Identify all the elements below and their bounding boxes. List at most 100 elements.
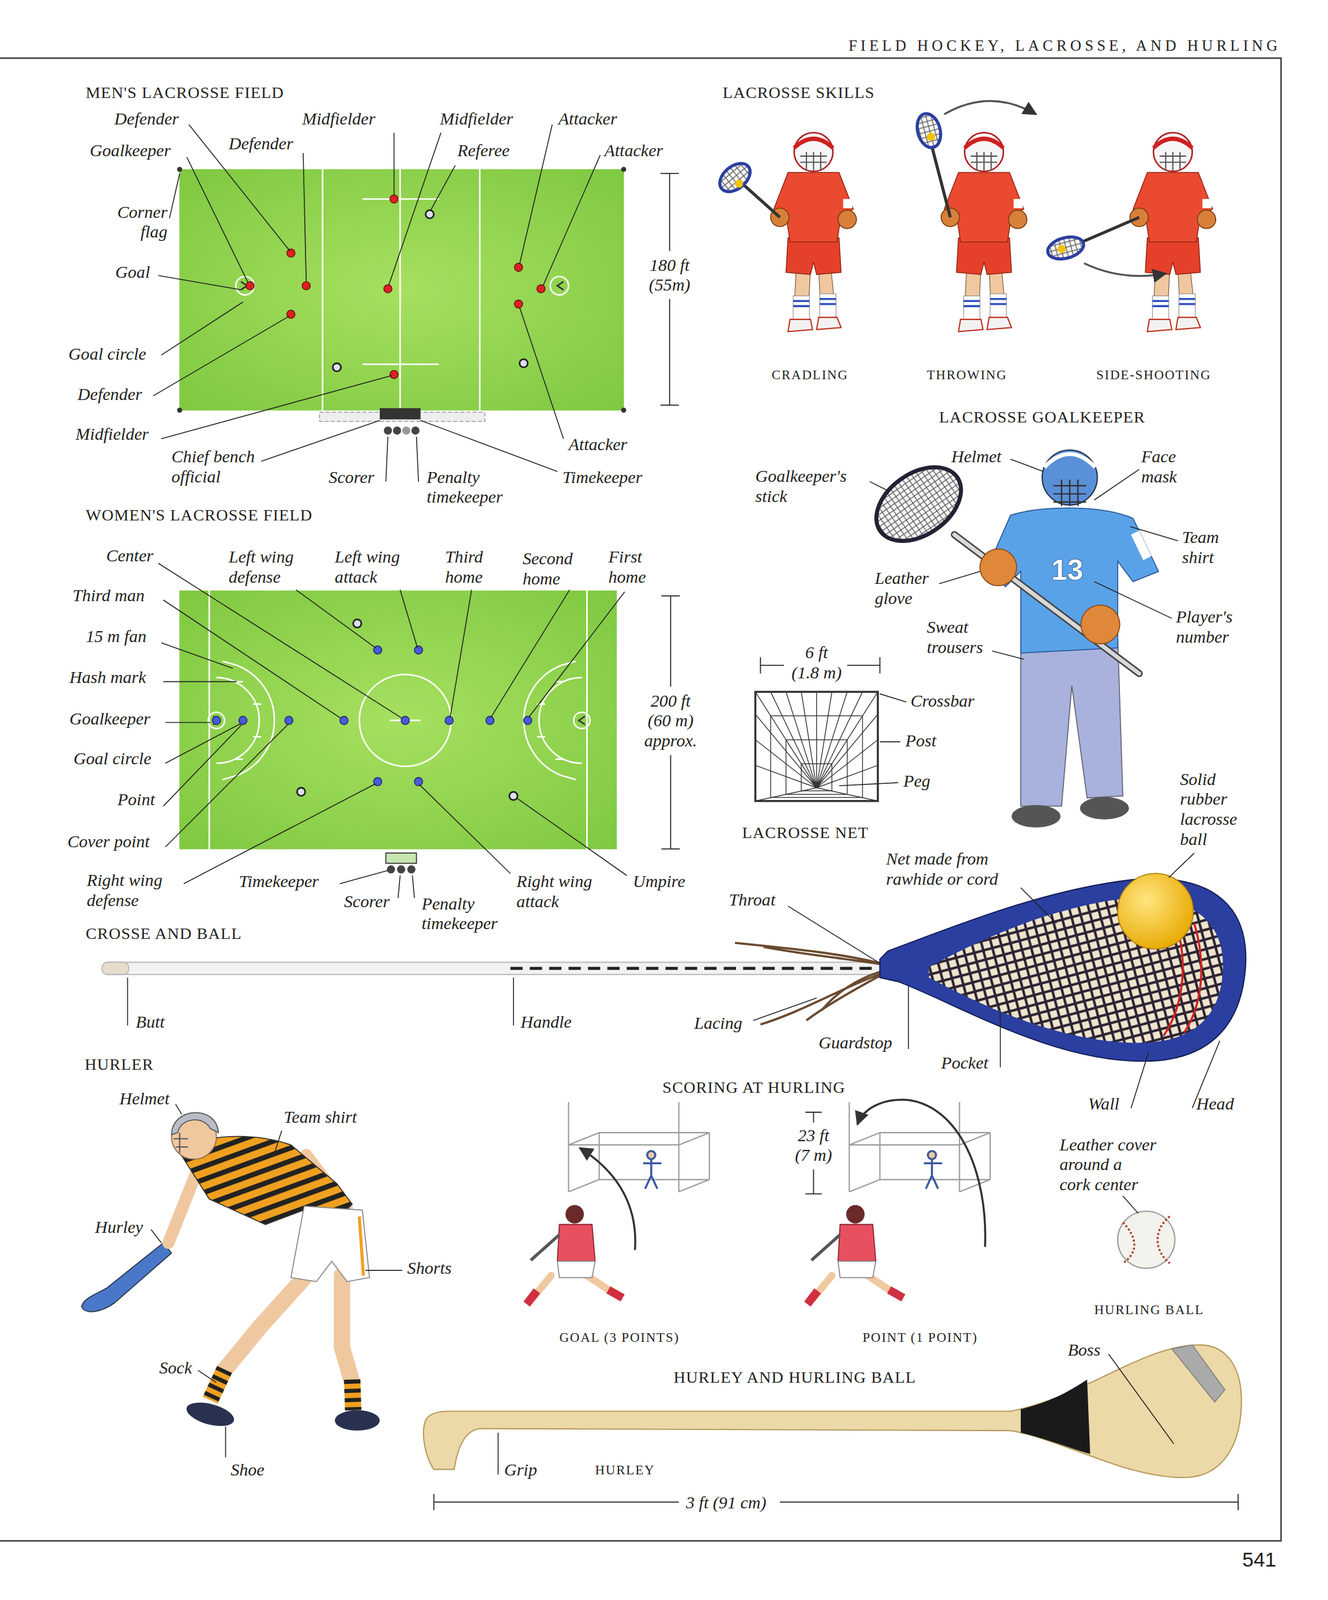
mens-field (176, 166, 626, 435)
part-label: Right wing defense (87, 870, 190, 911)
part-label: Corner flag (106, 202, 168, 243)
mens-field-part-part (393, 426, 402, 435)
lacrosse-net-part (786, 740, 848, 795)
womens-field-part (212, 646, 532, 787)
section-heading: MEN'S LACROSSE FIELD (85, 83, 285, 103)
part-label: Scorer (328, 467, 375, 488)
scoring-scenes-part-part (838, 1261, 877, 1278)
part-label: Goal circle (68, 344, 147, 365)
hurler-figure-part (359, 1216, 364, 1276)
part-label: Post (905, 730, 937, 752)
part-label: Left wing defense (228, 546, 316, 587)
scoring-scenes-part-part (838, 1224, 877, 1262)
mens-field-part (332, 210, 528, 372)
scoring-scenes-part-part (811, 1234, 841, 1260)
leader-lines-part (434, 173, 1239, 1511)
page-frame-part (0, 58, 1282, 1541)
mens-field-part-part (514, 263, 523, 272)
mens-field-part-part (621, 407, 627, 413)
part-label: Right wing attack (516, 871, 599, 912)
part-label: Center (106, 545, 154, 567)
part-label: Goal circle (73, 748, 152, 769)
mens-field-part-part (302, 281, 311, 290)
part-label: Midfielder (439, 108, 513, 130)
mens-field-part (246, 194, 546, 379)
part-label: Timekeeper (238, 871, 319, 892)
scoring-scenes-part (526, 1205, 904, 1305)
part-label: Team shirt (1182, 527, 1234, 568)
mens-field-part (240, 281, 564, 290)
part-label: Timekeeper (562, 467, 643, 488)
part-label: Helmet (119, 1088, 170, 1109)
part-label: Team shirt (283, 1107, 357, 1128)
part-label: Attacker (568, 434, 628, 455)
hurler-figure-part (210, 1369, 225, 1401)
mens-field-part (383, 426, 420, 435)
womens-field-part-part (401, 716, 410, 725)
hurler-figure-part (81, 1242, 172, 1312)
section-heading: LACROSSE SKILLS (722, 83, 875, 103)
hurley-stick-part (423, 1344, 1242, 1478)
part-label: Butt (136, 1012, 165, 1033)
crosse-stick-part (1117, 873, 1194, 949)
figure-caption: GOAL (3 POINTS) (559, 1329, 679, 1345)
skill-players-part (714, 157, 756, 198)
mens-field-part-part (383, 284, 392, 293)
crosse-stick-part (734, 942, 889, 1025)
part-label: Goalkeeper's stick (755, 466, 868, 507)
hurley-stick (423, 1344, 1242, 1478)
scoring-scenes-part (643, 1151, 943, 1190)
hurler-figure-part (222, 1275, 307, 1373)
mens-field-part (178, 168, 625, 411)
scoring-scenes (526, 1099, 991, 1304)
womens-field-part-part (414, 646, 423, 655)
part-label: Left wing attack (334, 546, 422, 587)
hurling-ball-part (1117, 1210, 1175, 1269)
womens-field-part-part (353, 619, 362, 628)
skill-players-part (740, 181, 780, 218)
leader-lines (127, 124, 1239, 1511)
skill-players-part (734, 179, 743, 188)
dimension-label: 180 ft (55m) (643, 255, 697, 296)
part-label: Leather glove (874, 568, 939, 609)
part-label: Midfielder (302, 108, 376, 130)
crosse-stick-part (102, 961, 893, 975)
scoring-scenes-part (579, 1148, 636, 1251)
goalkeeper-figure-part (979, 548, 1017, 586)
hurler-figure-part (183, 1398, 237, 1431)
womens-field-part-part (523, 716, 532, 725)
scoring-scenes-part-part (643, 1159, 662, 1189)
hurler-figure-part (173, 1132, 188, 1153)
part-label: Point (117, 789, 156, 810)
scoring-scenes-part-part (647, 1151, 656, 1160)
skill-players-part (930, 142, 951, 218)
skill-players-part (913, 111, 945, 151)
hurley-stick-part (1171, 1344, 1225, 1402)
mens-field-part-part (390, 370, 399, 379)
part-label: Player's number (1175, 606, 1256, 647)
womens-field-part-part (238, 716, 247, 725)
part-label: Shoe (230, 1459, 264, 1481)
part-label: Defender (77, 384, 143, 405)
scoring-scenes-part-part (530, 1234, 560, 1260)
part-label: 15 m fan (85, 626, 147, 647)
mens-field-part-part (390, 194, 399, 203)
part-label: Chief bench official (171, 446, 285, 487)
part-label: Midfielder (75, 424, 149, 445)
leader-lines-part (127, 124, 1220, 1475)
scoring-scenes-part-part (557, 1224, 596, 1262)
part-label: Grip (504, 1459, 538, 1481)
part-label: Third man (72, 585, 145, 606)
hurler-figure-part (171, 1112, 219, 1135)
section-heading: CROSSE AND BALL (85, 924, 243, 944)
mens-field-part-part (411, 426, 420, 435)
goalkeeper-figure-part (1053, 479, 1087, 507)
womens-field-part-part (509, 791, 518, 801)
part-label: Head (1196, 1093, 1235, 1115)
womens-field-part (573, 712, 590, 729)
part-label: Crossbar (910, 691, 975, 712)
part-label: Second home (522, 548, 584, 589)
scoring-scenes-part-part (923, 1159, 943, 1189)
part-label: First home (608, 546, 660, 587)
goalkeeper-figure-part (1080, 797, 1130, 820)
